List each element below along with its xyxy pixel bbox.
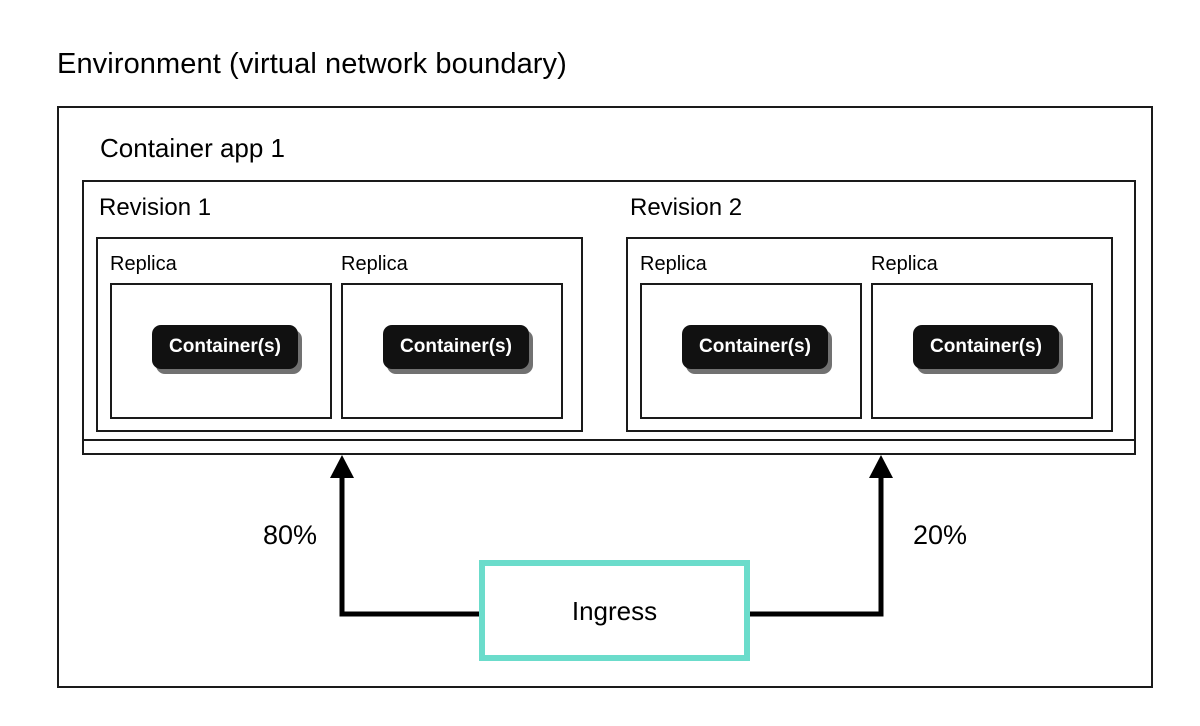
replica-label: Replica [871,253,938,275]
container-pill: Container(s) [682,325,828,369]
replica-body: Container(s) [871,283,1093,419]
revision-2-replica-group: Replica Container(s) Replica Container(s… [626,237,1113,432]
container-pill: Container(s) [383,325,529,369]
replica-r1-1: Replica Container(s) [110,251,332,419]
replica-label: Replica [110,253,177,275]
revision-1-label: Revision 1 [99,194,212,221]
container-app-label: Container app 1 [100,133,286,163]
environment-caption: Environment (virtual network boundary) [57,48,567,80]
replica-body: Container(s) [110,283,332,419]
replica-r1-2: Replica Container(s) [341,251,563,419]
replica-body: Container(s) [341,283,563,419]
traffic-percent-right: 20% [913,520,968,550]
ingress-box: Ingress [479,560,750,661]
replica-r2-2: Replica Container(s) [871,251,1093,419]
revision-2-label: Revision 2 [630,194,743,221]
traffic-percent-left: 80% [263,520,318,550]
container-pill: Container(s) [152,325,298,369]
replica-label: Replica [640,253,707,275]
replica-r2-1: Replica Container(s) [640,251,862,419]
container-pill: Container(s) [913,325,1059,369]
ingress-label: Ingress [571,595,658,626]
replica-body: Container(s) [640,283,862,419]
replica-label: Replica [341,253,408,275]
revision-1-replica-group: Replica Container(s) Replica Container(s… [96,237,583,432]
